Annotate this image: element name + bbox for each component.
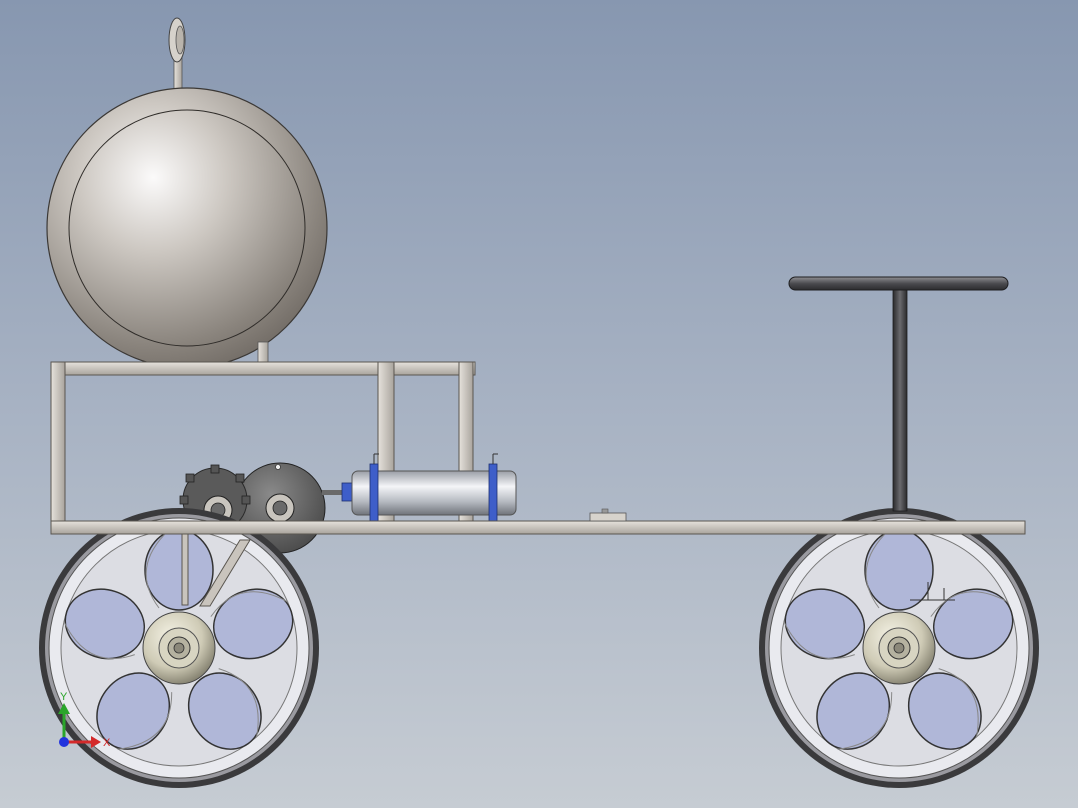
triad-x-label: X bbox=[103, 737, 111, 749]
triad-x-arrow bbox=[91, 736, 101, 748]
chassis-bar[interactable] bbox=[50, 508, 1026, 535]
pressure-gauge[interactable] bbox=[168, 17, 186, 91]
seat[interactable] bbox=[788, 276, 1009, 512]
triad-y-label: Y bbox=[60, 691, 68, 703]
rear-wheel[interactable] bbox=[758, 507, 1040, 789]
air-tank-sphere[interactable] bbox=[46, 87, 328, 369]
coordinate-triad: Y X bbox=[58, 691, 111, 749]
triad-z-axis bbox=[59, 737, 69, 747]
front-wheel[interactable] bbox=[38, 507, 320, 789]
rear-bracket[interactable] bbox=[910, 582, 955, 601]
triad-y-arrow bbox=[58, 703, 70, 714]
pneumatic-cylinder[interactable] bbox=[322, 453, 517, 522]
